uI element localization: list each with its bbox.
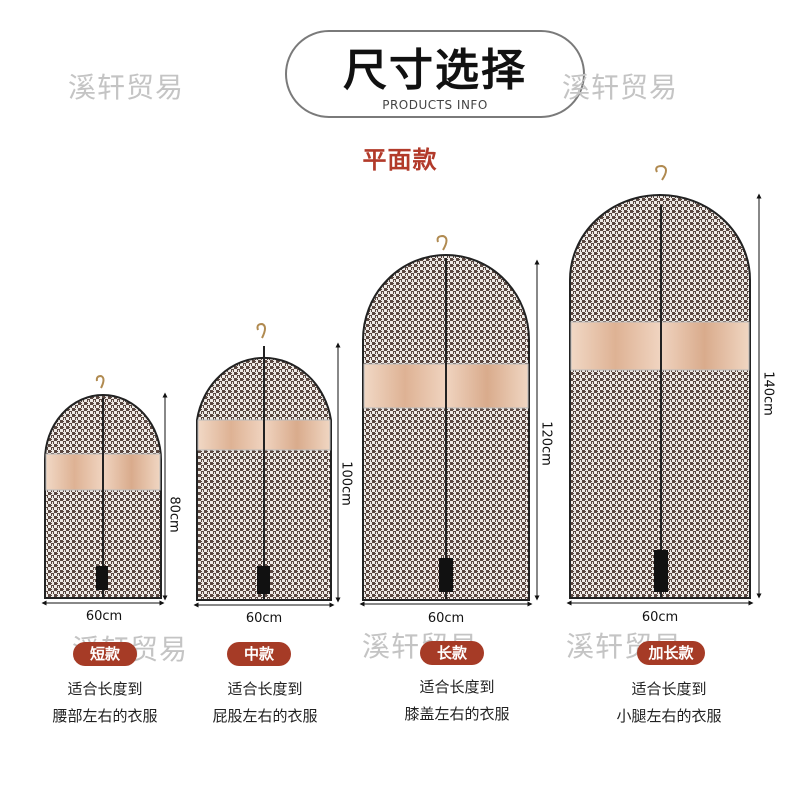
product-description-long: 适合长度到 膝盖左右的衣服: [382, 674, 532, 728]
desc-line: 小腿左右的衣服: [616, 707, 722, 725]
garment-bag-long: [362, 234, 530, 601]
product-description-extra-long: 适合长度到 小腿左右的衣服: [594, 676, 744, 730]
size-tag-medium: 中款: [227, 642, 291, 666]
product-description-short: 适合长度到 腰部左右的衣服: [30, 676, 180, 730]
section-heading: 平面款: [362, 146, 438, 174]
product-description-medium: 适合长度到 屁股左右的衣服: [190, 676, 340, 730]
desc-line: 膝盖左右的衣服: [404, 705, 510, 723]
width-label: 60cm: [85, 609, 123, 624]
desc-line: 适合长度到: [419, 678, 495, 696]
height-label: 100cm: [338, 461, 354, 506]
watermark: 溪轩贸易: [68, 71, 185, 104]
width-label: 60cm: [641, 610, 679, 625]
page-subtitle: PRODUCTS INFO: [382, 98, 488, 112]
desc-line: 适合长度到: [67, 680, 143, 698]
garment-bag-medium: [196, 322, 332, 601]
desc-line: 屁股左右的衣服: [212, 707, 318, 725]
height-label: 120cm: [538, 421, 554, 466]
height-label: 80cm: [166, 496, 182, 533]
size-tag-short: 短款: [73, 642, 137, 666]
desc-line: 腰部左右的衣服: [52, 707, 158, 725]
size-tag-extra-long: 加长款: [637, 641, 705, 665]
desc-line: 适合长度到: [631, 680, 707, 698]
desc-line: 适合长度到: [227, 680, 303, 698]
watermark: 溪轩贸易: [562, 71, 679, 104]
height-label: 140cm: [760, 371, 776, 416]
width-label: 60cm: [245, 611, 283, 626]
header-frame: [285, 30, 585, 118]
width-label: 60cm: [427, 611, 465, 626]
page-title: 尺寸选择: [343, 45, 527, 96]
garment-bag-short: [44, 374, 162, 599]
garment-bag-extra-long: [569, 164, 751, 599]
size-tag-long: 长款: [420, 641, 484, 665]
